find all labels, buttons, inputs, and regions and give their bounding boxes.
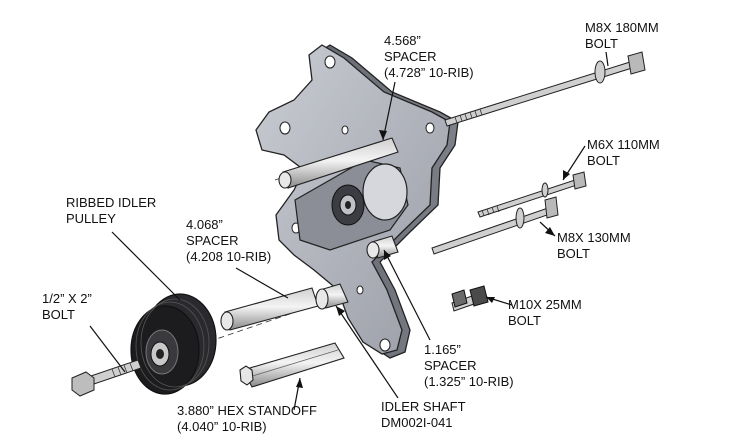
label-line: SPACER (384, 49, 437, 64)
label-line: SPACER (186, 233, 239, 248)
spacer-4568 (278, 137, 399, 189)
label-spacer-4068: 4.068” SPACER (4.208 10-RIB) (186, 217, 271, 265)
hex-standoff (239, 342, 345, 388)
label-line: BOLT (585, 36, 618, 51)
label-line: 3.880” HEX STANDOFF (177, 403, 317, 418)
label-line: RIBBED IDLER (66, 195, 157, 210)
label-bolt-m8x130: M8X 130MM BOLT (557, 230, 631, 262)
label-line: BOLT (587, 153, 620, 168)
label-bolt-half-x2: 1/2” X 2” BOLT (42, 291, 92, 323)
label-line: DM002I-041 (381, 415, 453, 430)
label-line: 4.568” (384, 33, 421, 48)
label-line: M8X 130MM (557, 230, 631, 245)
bolt-m6x110 (477, 171, 587, 218)
label-line: BOLT (557, 246, 590, 261)
ribbed-idler-pulley (130, 293, 217, 395)
bolt-half-x2 (71, 359, 142, 397)
label-bolt-m6x110: M6X 110MM BOLT (587, 137, 660, 169)
bolt-m10x25 (451, 285, 489, 312)
label-line: 4.068” (186, 217, 223, 232)
label-line: M6X 110MM (587, 137, 660, 152)
bolt-m8x180 (444, 51, 646, 127)
label-line: SPACER (424, 358, 477, 373)
label-spacer-4568: 4.568” SPACER (4.728” 10-RIB) (384, 33, 474, 81)
label-bolt-m10x25: M10X 25MM BOLT (508, 297, 582, 329)
mounting-bracket (255, 44, 459, 359)
label-bolt-m8x180: M8X 180MM BOLT (585, 20, 659, 52)
label-ribbed-idler-pulley: RIBBED IDLER PULLEY (66, 195, 156, 227)
bolt-m8x130 (431, 196, 559, 255)
label-line: (4.040” 10-RIB) (177, 419, 267, 434)
label-line: M8X 180MM (585, 20, 659, 35)
label-idler-shaft: IDLER SHAFT DM002I-041 (381, 399, 466, 431)
idler-shaft (315, 283, 349, 310)
label-line: BOLT (42, 307, 75, 322)
label-line: 1/2” X 2” (42, 291, 92, 306)
spacer-4068 (220, 287, 319, 331)
label-hex-standoff: 3.880” HEX STANDOFF (4.040” 10-RIB) (177, 403, 317, 435)
label-spacer-1165: 1.165” SPACER (1.325” 10-RIB) (424, 342, 514, 390)
label-line: BOLT (508, 313, 541, 328)
label-line: M10X 25MM (508, 297, 582, 312)
label-line: 1.165” (424, 342, 461, 357)
label-line: (4.208 10-RIB) (186, 249, 272, 264)
label-line: (1.325” 10-RIB) (424, 374, 514, 389)
label-line: (4.728” 10-RIB) (384, 65, 474, 80)
label-line: IDLER SHAFT (381, 399, 466, 414)
leader-arrowheads (296, 130, 570, 388)
spacer-1165 (366, 235, 399, 259)
label-line: PULLEY (66, 211, 116, 226)
